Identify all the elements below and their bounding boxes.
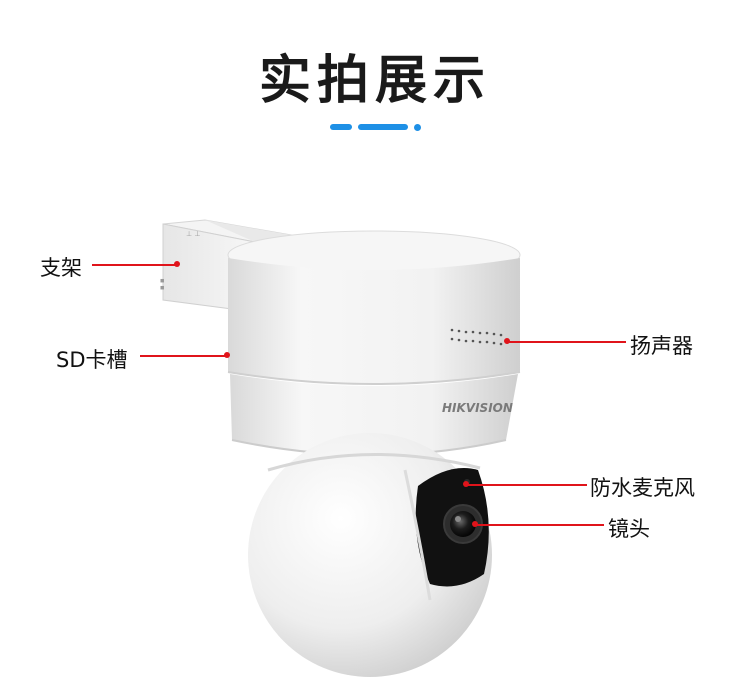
title-underline-short xyxy=(330,124,352,130)
title-underline-dot xyxy=(414,124,421,131)
callout-line-sd-slot xyxy=(140,355,228,357)
label-lens: 镜头 xyxy=(608,517,650,541)
label-speaker: 扬声器 xyxy=(630,334,693,358)
callout-dot-bracket xyxy=(174,261,180,267)
callout-line-bracket xyxy=(92,264,178,266)
speaker-grille xyxy=(450,328,503,346)
camera-ball xyxy=(248,433,492,677)
callout-dot-mic xyxy=(463,481,469,487)
svg-text:⊥ ⊥: ⊥ ⊥ xyxy=(186,230,200,238)
callout-dot-sd-slot xyxy=(224,352,230,358)
callout-dot-speaker xyxy=(504,338,510,344)
callout-line-mic xyxy=(467,484,587,486)
label-mic: 防水麦克风 xyxy=(590,476,695,500)
title-underline-long xyxy=(358,124,408,130)
svg-text:▪ ▪: ▪ ▪ xyxy=(158,278,166,290)
callout-line-speaker xyxy=(508,341,626,343)
brand-logo: HIKVISION xyxy=(442,401,513,415)
callout-dot-lens xyxy=(472,521,478,527)
callout-line-lens xyxy=(476,524,604,526)
camera-housing xyxy=(227,230,521,456)
label-sd-slot: SD卡槽 xyxy=(56,348,128,372)
label-bracket: 支架 xyxy=(40,256,82,280)
page-title: 实拍展示 xyxy=(258,51,491,111)
